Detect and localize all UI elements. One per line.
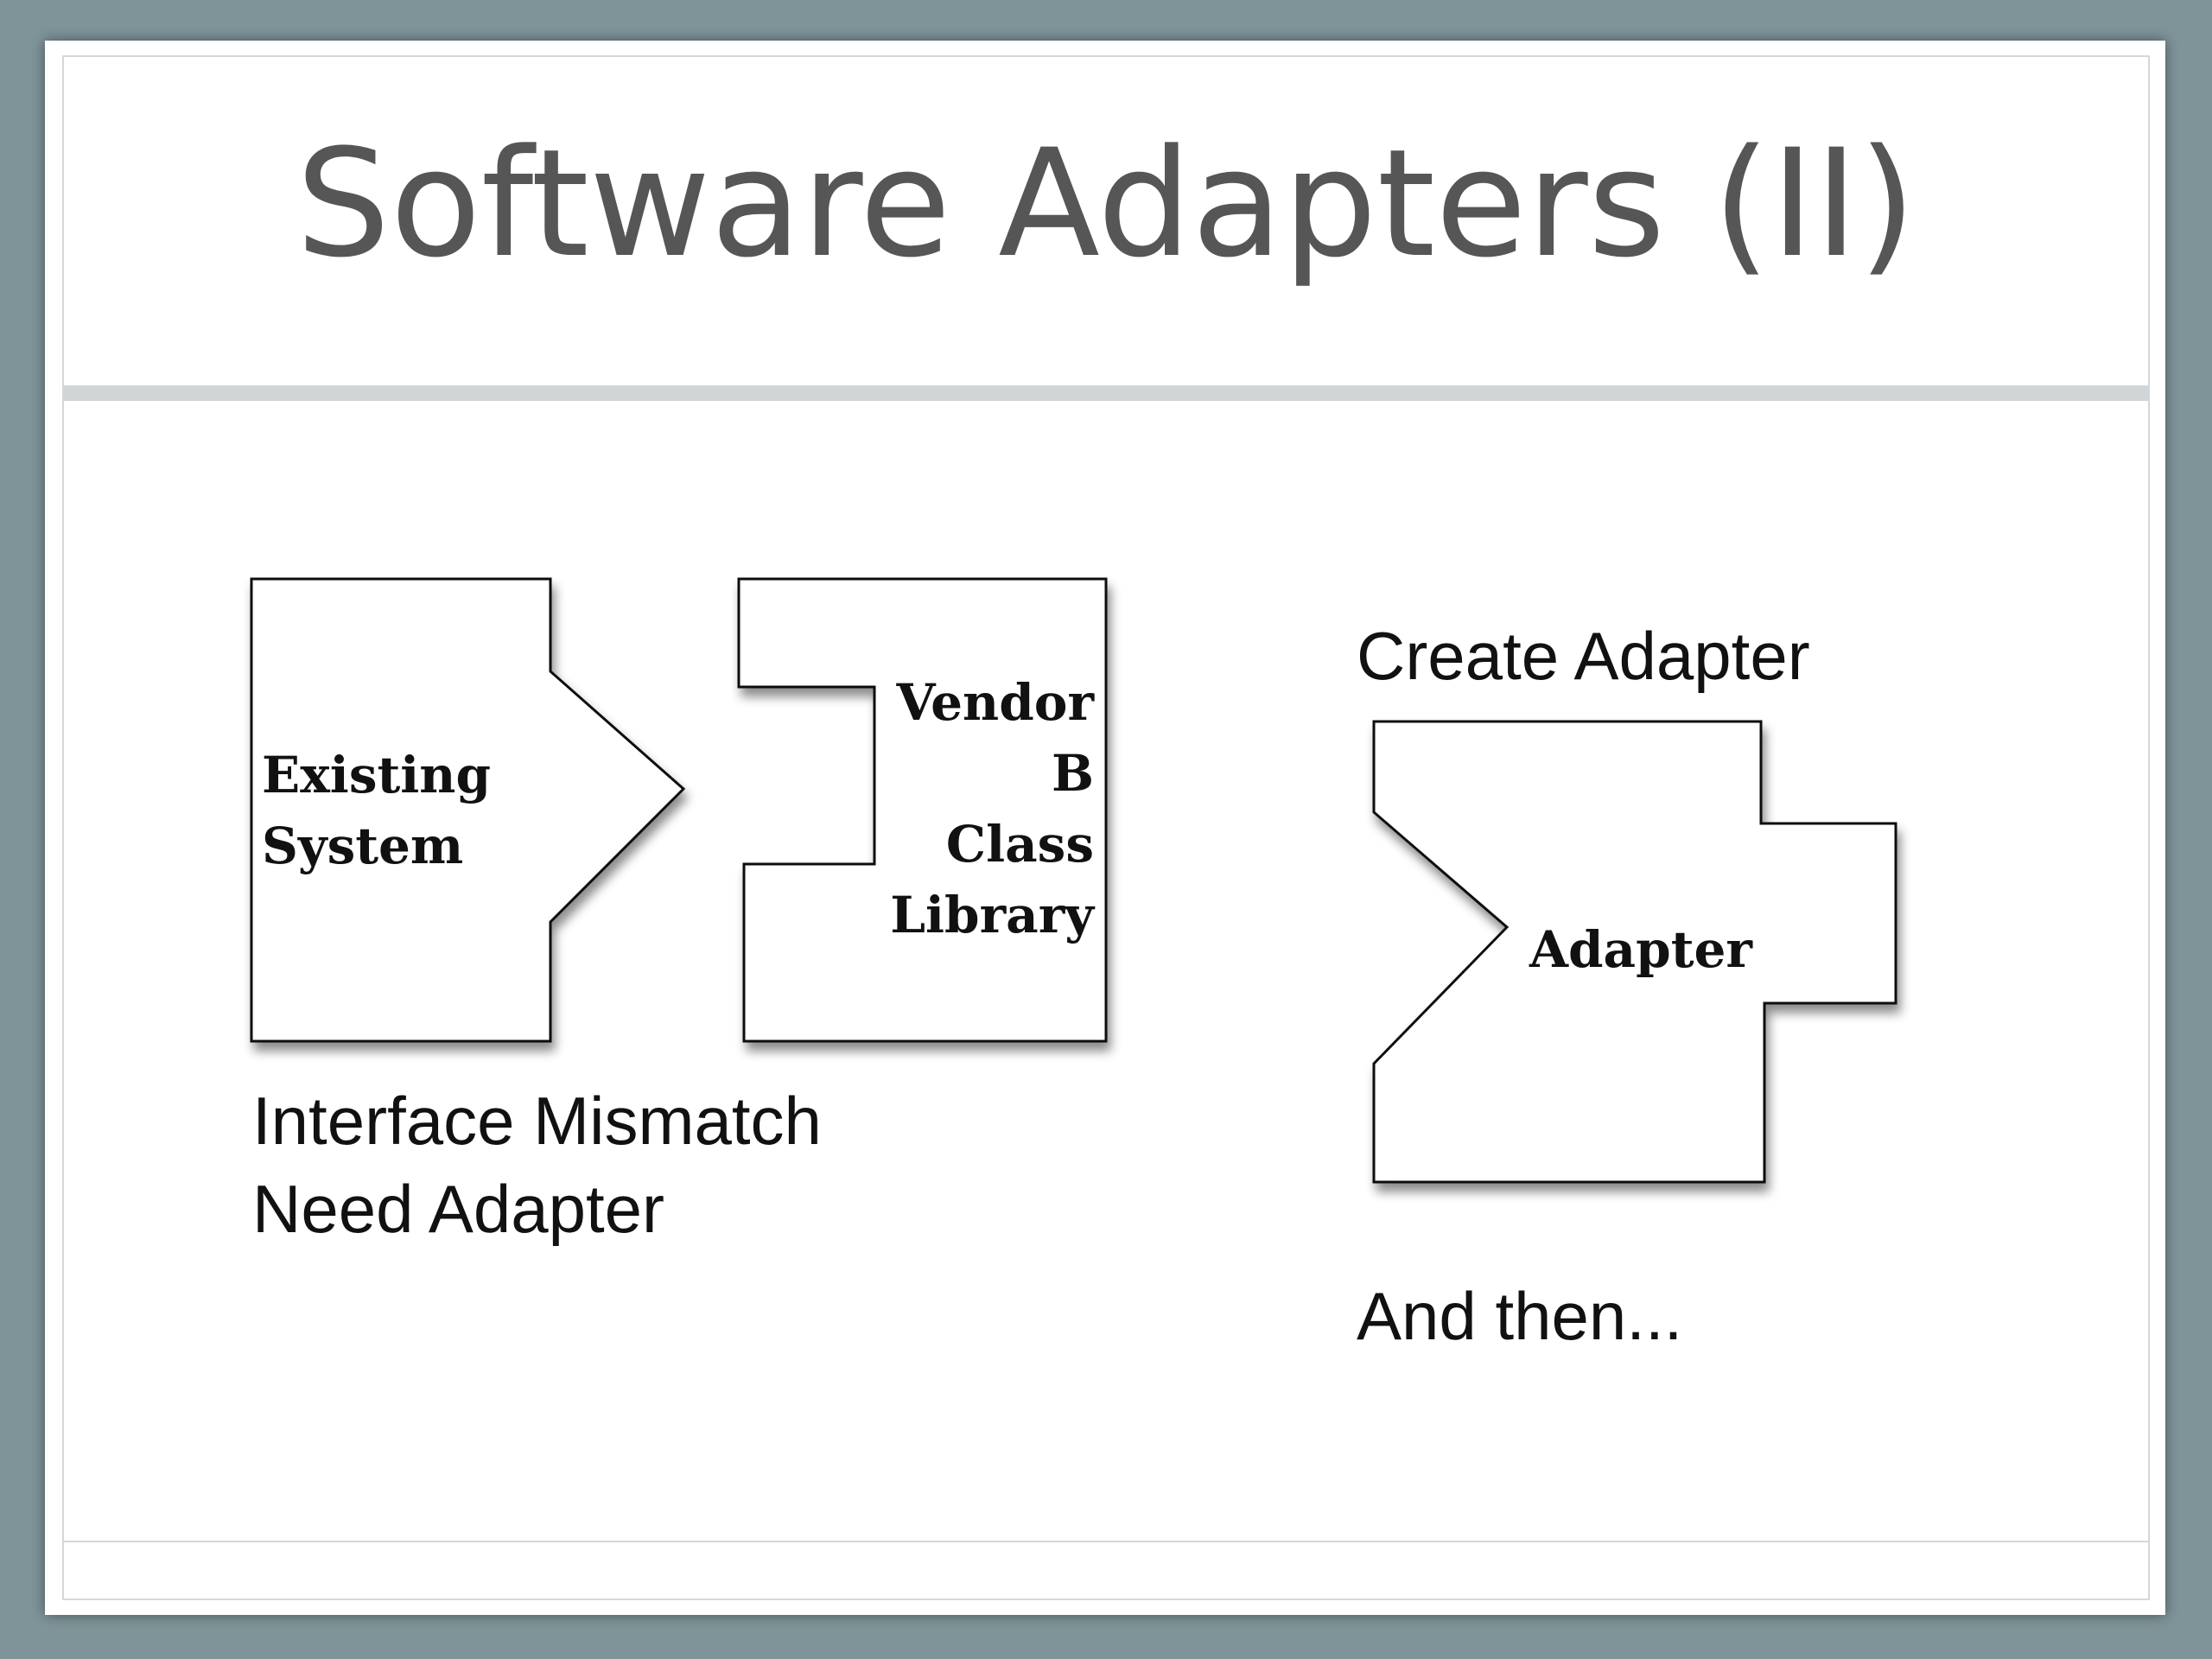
footer-divider — [62, 1541, 2150, 1542]
slide-title: Software Adapters (II) — [296, 117, 1916, 290]
adapter-shape — [1372, 720, 1897, 1184]
vendor-library-label-line3: Class — [945, 815, 1094, 874]
vendor-library-label: Vendor B Class Library — [890, 667, 1094, 950]
vendor-library-label-line1: Vendor — [896, 673, 1094, 732]
vendor-library-shape — [737, 577, 1108, 1043]
caption-create-adapter: Create Adapter — [1357, 618, 1810, 694]
existing-system-label-line1: Existing — [262, 746, 492, 804]
existing-system-label-line2: System — [262, 817, 464, 875]
caption-interface-mismatch: Interface Mismatch — [252, 1083, 822, 1159]
caption-need-adapter: Need Adapter — [252, 1171, 665, 1247]
adapter-label: Adapter — [1529, 920, 1752, 979]
existing-system-shape — [250, 577, 686, 1043]
slide-frame — [62, 55, 2150, 1600]
vendor-library-label-line2: B — [1051, 744, 1094, 803]
caption-and-then: And then... — [1357, 1278, 1683, 1354]
title-divider — [62, 385, 2150, 401]
vendor-library-label-line4: Library — [890, 886, 1094, 944]
existing-system-label: Existing System — [262, 740, 491, 881]
